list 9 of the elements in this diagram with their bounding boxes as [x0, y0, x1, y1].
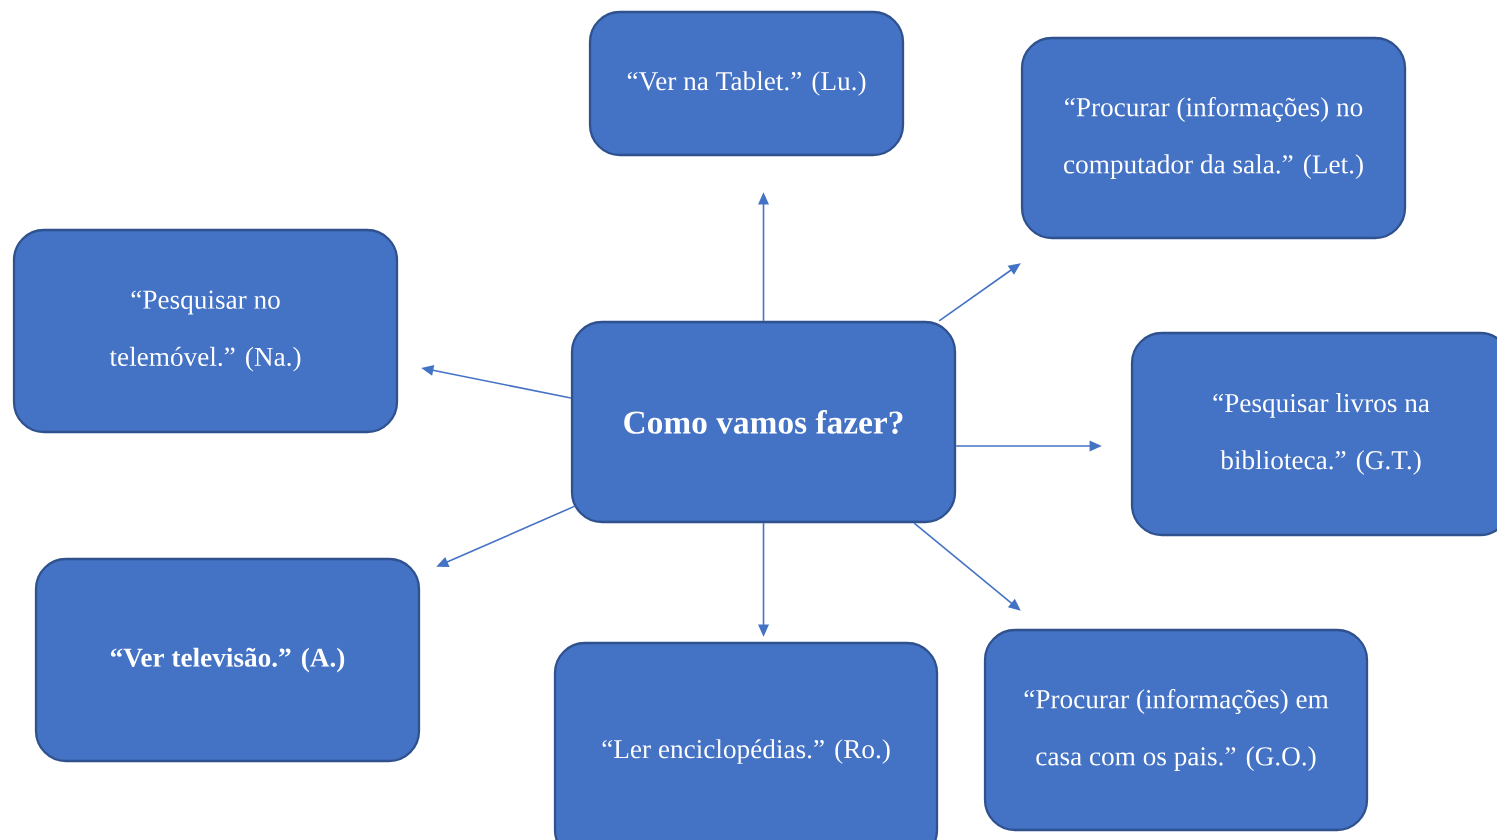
arrow [913, 522, 1021, 611]
answer-box: “Pesquisar livros na biblioteca.” (G.T.) [1130, 331, 1497, 537]
answer-box: “Ler enciclopédias.” (Ro.) [553, 641, 939, 840]
answer-box: “Ver na Tablet.” (Lu.) [588, 10, 905, 157]
question-box: Como vamos fazer? [570, 320, 957, 524]
answer-box: “Procurar (informações) em casa com os pais.” (G.O.) [983, 628, 1369, 832]
answer-box: “Ver televisão.” (A.) [34, 557, 421, 763]
answer-box: “Pesquisar no telemóvel.” (Na.) [12, 228, 399, 434]
answer-box: “Procurar (informações) no computador da sala.” (Let.) [1020, 36, 1407, 240]
